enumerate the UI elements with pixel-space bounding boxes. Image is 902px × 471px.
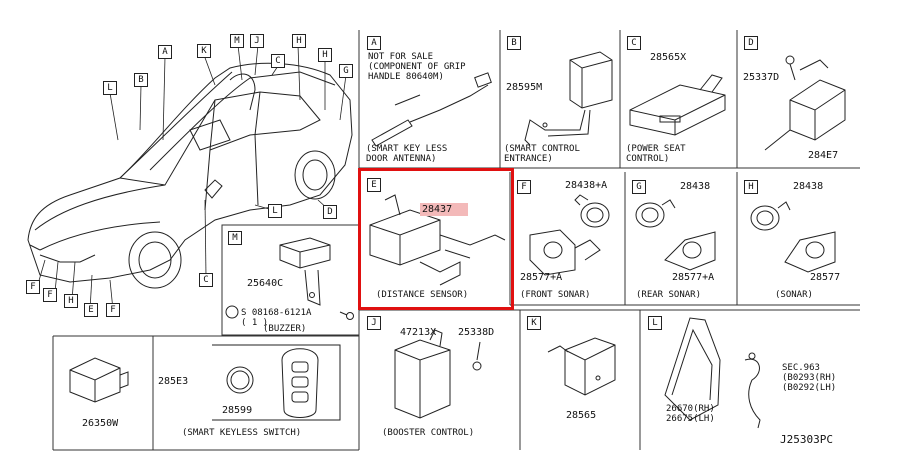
panel-m-caption: (BUZZER) — [263, 324, 307, 334]
part-25337d-label[interactable]: 25337D — [743, 72, 780, 83]
panel-b-caption: (SMART CONTROL ENTRANCE) — [504, 144, 580, 164]
callout-m[interactable]: M — [230, 34, 244, 48]
callout-a[interactable]: A — [158, 45, 172, 59]
panel-e-caption: (DISTANCE SENSOR) — [376, 290, 469, 300]
smart-control-unit-drawing — [524, 51, 613, 146]
part-284e7-label[interactable]: 284E7 — [808, 150, 839, 161]
part-285e3-label[interactable]: 285E3 — [158, 376, 189, 387]
sensor-bracket-drawing — [664, 317, 761, 429]
front-sonar-drawing — [529, 194, 610, 276]
panel-h-caption: (SONAR) — [775, 290, 813, 300]
panel-h-letter: H — [744, 180, 758, 194]
part-28565x-label[interactable]: 28565X — [650, 52, 687, 63]
sonar-drawing — [750, 201, 836, 273]
callout-h[interactable]: H — [292, 34, 306, 48]
callout-d[interactable]: D — [323, 205, 337, 219]
key-fob-drawing — [69, 357, 129, 403]
callout-f-3[interactable]: F — [43, 288, 57, 302]
panel-a-caption: (SMART KEY LESS DOOR ANTENNA) — [366, 144, 448, 164]
part-26350w-label[interactable]: 26350W — [82, 418, 119, 429]
panel-a-letter: A — [367, 36, 381, 50]
section-963-reference[interactable]: SEC.963 (B0293(RH) (B0292(LH) — [782, 363, 837, 393]
callout-h-3[interactable]: H — [64, 294, 78, 308]
panel-k-letter: K — [527, 316, 541, 330]
callout-e[interactable]: E — [84, 303, 98, 317]
callout-c-2[interactable]: C — [199, 273, 213, 287]
rear-sonar-drawing — [635, 199, 716, 271]
part-47213x-label[interactable]: 47213X — [400, 327, 437, 338]
part-highlight — [420, 203, 468, 216]
power-seat-control-drawing — [629, 74, 726, 136]
callout-f[interactable]: F — [26, 280, 40, 294]
selection-highlight-box — [358, 168, 514, 310]
panel-b-letter: B — [507, 36, 521, 50]
callout-c[interactable]: C — [271, 54, 285, 68]
distance-sensor-drawing — [369, 194, 506, 286]
callout-b[interactable]: B — [134, 73, 148, 87]
callout-k[interactable]: K — [197, 44, 211, 58]
panel-e-letter: E — [367, 178, 381, 192]
part-28599-label[interactable]: 28599 — [222, 405, 253, 416]
panel-l-letter: L — [648, 316, 662, 330]
callout-h-2[interactable]: H — [318, 48, 332, 62]
part-28565-label[interactable]: 28565 — [566, 410, 597, 421]
switch-caption: (SMART KEYLESS SWITCH) — [182, 428, 302, 438]
part-28595m-label[interactable]: 28595M — [506, 82, 543, 93]
callout-l[interactable]: L — [103, 81, 117, 95]
panel-c-caption: (POWER SEAT CONTROL) — [626, 144, 686, 164]
part-28577-label[interactable]: 28577 — [810, 272, 841, 283]
callout-l-2[interactable]: L — [268, 204, 282, 218]
smart-key-drawing — [212, 344, 341, 421]
callout-j[interactable]: J — [250, 34, 264, 48]
callout-f-2[interactable]: F — [106, 303, 120, 317]
part-28438a-label[interactable]: 28438+A — [565, 180, 608, 191]
panel-j-letter: J — [367, 316, 381, 330]
part-28438-label-g[interactable]: 28438 — [680, 181, 711, 192]
diagram-id: J25303PC — [780, 433, 833, 446]
part-28577a-label-g[interactable]: 28577+A — [672, 272, 715, 283]
part-25640c-label[interactable]: 25640C — [247, 278, 284, 289]
module-28565-drawing — [547, 337, 616, 396]
panel-g-caption: (REAR SONAR) — [636, 290, 702, 300]
panel-j-caption: (BOOSTER CONTROL) — [382, 428, 475, 438]
panel-g-letter: G — [632, 180, 646, 194]
door-antenna-drawing — [371, 72, 492, 147]
panel-c-letter: C — [627, 36, 641, 50]
part-25338d-label[interactable]: 25338D — [458, 327, 495, 338]
panel-f-letter: F — [517, 180, 531, 194]
part-08168-6121a-label[interactable]: S 08168-6121A ( 1 ) — [241, 308, 312, 328]
part-28438-label-h[interactable]: 28438 — [793, 181, 824, 192]
part-28437-label[interactable]: 28437 — [422, 204, 453, 215]
callout-g[interactable]: G — [339, 64, 353, 78]
panel-a-note: NOT FOR SALE (COMPONENT OF GRIP HANDLE 8… — [368, 52, 466, 82]
part-28577a-label[interactable]: 28577+A — [520, 272, 563, 283]
part-26670-26675-label[interactable]: 26670(RH) 26675(LH) — [666, 404, 715, 424]
buzzer-drawing — [225, 237, 354, 320]
panel-f-caption: (FRONT SONAR) — [520, 290, 591, 300]
car-outline-drawing — [27, 62, 353, 289]
booster-control-drawing — [394, 329, 482, 419]
panel-d-letter: D — [744, 36, 758, 50]
module-284e7-drawing — [764, 55, 846, 151]
panel-m-letter: M — [228, 231, 242, 245]
